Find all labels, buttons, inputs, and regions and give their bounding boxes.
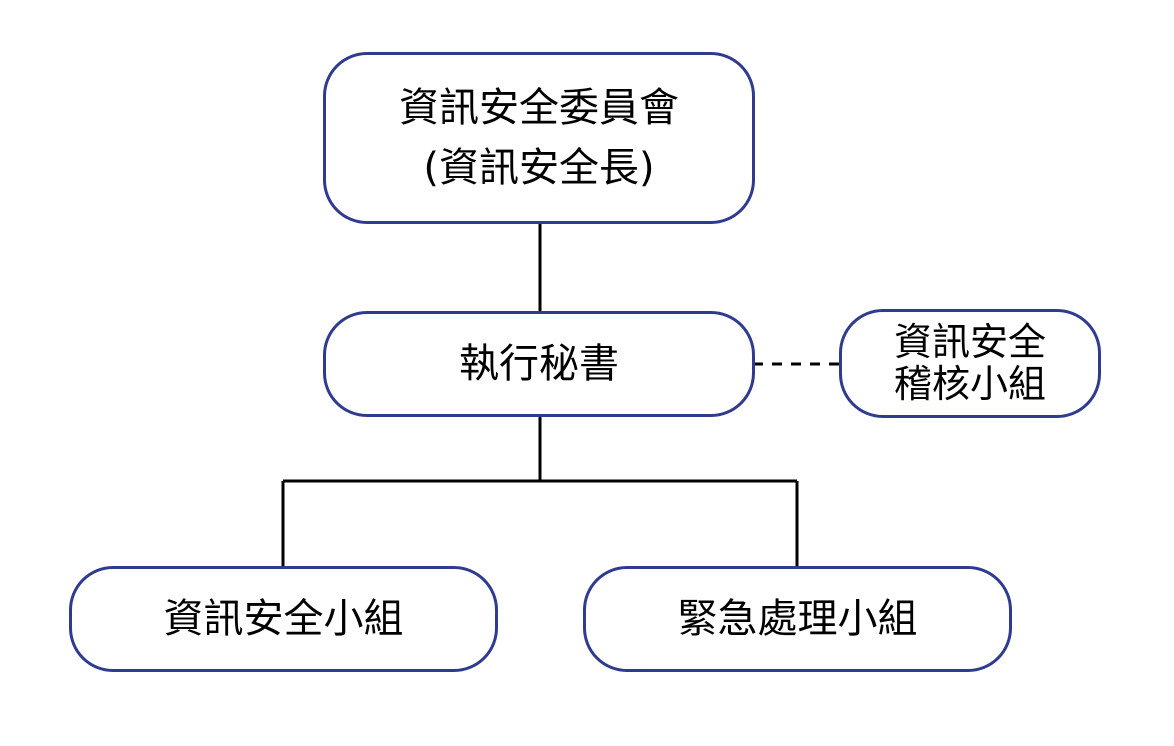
audit-node[interactable]: 資訊安全 稽核小組 bbox=[839, 309, 1101, 418]
emergency-team-label: 緊急處理小組 bbox=[677, 596, 918, 642]
security-team-node[interactable]: 資訊安全小組 bbox=[69, 566, 498, 672]
audit-line1: 資訊安全 bbox=[893, 319, 1046, 364]
secretary-node[interactable]: 執行秘書 bbox=[323, 311, 755, 417]
secretary-label: 執行秘書 bbox=[459, 341, 619, 387]
audit-line2: 稽核小組 bbox=[893, 361, 1046, 406]
emergency-team-node[interactable]: 緊急處理小組 bbox=[583, 566, 1012, 672]
security-team-label: 資訊安全小組 bbox=[163, 596, 404, 642]
committee-subtitle: (資訊安全長) bbox=[423, 145, 655, 191]
committee-title: 資訊安全委員會 bbox=[399, 85, 679, 131]
committee-node[interactable]: 資訊安全委員會 (資訊安全長) bbox=[323, 52, 755, 224]
